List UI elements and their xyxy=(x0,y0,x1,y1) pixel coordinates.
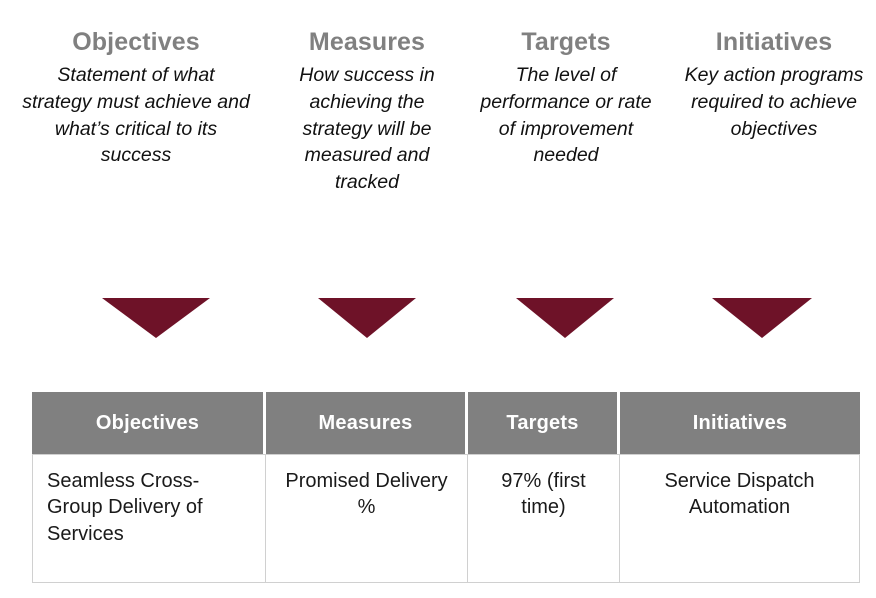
descriptor-text-objectives: Statement of what strategy must achieve … xyxy=(22,63,250,167)
descriptor-text-initiatives: Key action programs required to achieve … xyxy=(684,63,864,140)
descriptor-title-initiatives: Initiatives xyxy=(715,28,833,56)
descriptor-column-objectives: Objectives Statement of what strategy mu… xyxy=(0,0,268,169)
scorecard-table: Objectives Measures Targets Initiatives … xyxy=(32,392,860,583)
table-header-initiatives: Initiatives xyxy=(620,392,860,454)
descriptor-text-measures: How success in achieving the strategy wi… xyxy=(299,63,435,194)
descriptor-column-initiatives: Initiatives Key action programs required… xyxy=(666,0,876,142)
table-header-row: Objectives Measures Targets Initiatives xyxy=(32,392,860,454)
down-triangle-arrow-icon-initiatives xyxy=(712,298,812,338)
descriptor-column-targets: Targets The level of performance or rate… xyxy=(466,0,666,169)
table-header-objectives: Objectives xyxy=(32,392,266,454)
descriptor-row: Objectives Statement of what strategy mu… xyxy=(0,0,876,272)
table-cell-targets: 97% (first time) xyxy=(468,454,620,583)
descriptor-title-measures: Measures xyxy=(308,28,426,56)
table-header-targets: Targets xyxy=(468,392,620,454)
table-cell-measures: Promised Delivery % xyxy=(266,454,468,583)
descriptor-column-measures: Measures How success in achieving the st… xyxy=(268,0,466,196)
descriptor-text-targets: The level of performance or rate of impr… xyxy=(480,63,652,167)
table-cell-initiatives: Service Dispatch Automation xyxy=(620,454,860,583)
down-triangle-arrow-icon-measures xyxy=(318,298,416,338)
down-triangle-arrow-icon-targets xyxy=(516,298,614,338)
table-row: Seamless Cross-Group Delivery of Service… xyxy=(32,454,860,583)
down-triangle-arrow-icon-objectives xyxy=(102,298,210,338)
arrow-row xyxy=(0,298,876,346)
descriptor-title-objectives: Objectives xyxy=(72,28,200,56)
descriptor-title-targets: Targets xyxy=(521,28,611,56)
table-cell-objectives: Seamless Cross-Group Delivery of Service… xyxy=(32,454,266,583)
table-header-measures: Measures xyxy=(266,392,468,454)
